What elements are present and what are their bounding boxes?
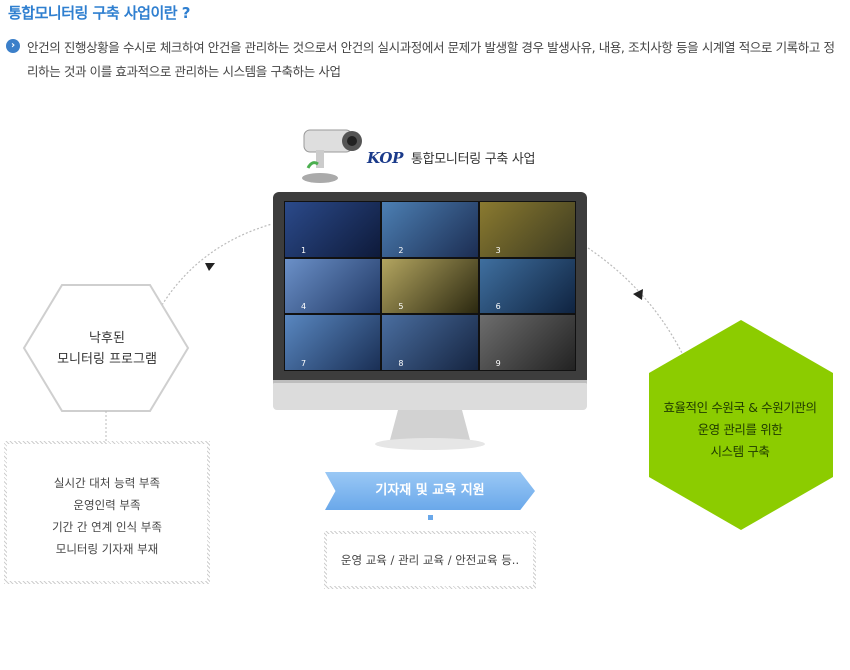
- bullet-chevron-icon: ›: [6, 39, 20, 53]
- list-item: 기간 간 연계 인식 부족: [52, 520, 162, 534]
- support-banner: 기자재 및 교육 지원: [325, 472, 535, 510]
- kop-logo: KOP: [367, 149, 404, 167]
- cctv-feed-6: 6: [479, 258, 575, 314]
- monitor-screen-grid: 1 2 3 4 5 6 7 8 9: [285, 202, 575, 370]
- right-arrow-icon: [633, 289, 643, 300]
- left-connector-dot: [104, 441, 109, 446]
- cctv-feed-8: 8: [382, 315, 478, 370]
- problems-box: 실시간 대처 능력 부족 운영인력 부족 기간 간 연계 인식 부족 모니터링 …: [4, 441, 210, 584]
- cctv-feed-5: 5: [382, 258, 478, 314]
- left-hexagon-line2: 모니터링 프로그램: [57, 352, 157, 367]
- left-connector-arc: [161, 223, 273, 306]
- problems-list: 실시간 대처 능력 부족 운영인력 부족 기간 간 연계 인식 부족 모니터링 …: [7, 444, 207, 560]
- cctv-feed-4: 4: [285, 258, 381, 314]
- description-text: 안건의 진행상황을 수시로 체크하여 안건을 관리하는 것으로서 안건의 실시과…: [27, 40, 835, 79]
- right-hexagon-label: 효율적인 수원국 & 수원기관의 운영 관리를 위한 시스템 구축: [650, 397, 830, 463]
- right-hexagon-line3: 시스템 구축: [710, 444, 770, 459]
- list-item: 모니터링 기자재 부재: [55, 542, 159, 556]
- right-hexagon-line2: 운영 관리를 위한: [697, 422, 783, 437]
- page-title: 통합모니터링 구축 사업이란 ?: [8, 4, 190, 22]
- support-detail-box: 운영 교육 / 관리 교육 / 안전교육 등..: [324, 531, 536, 589]
- right-hexagon-line1: 효율적인 수원국 & 수원기관의: [663, 400, 817, 415]
- left-hexagon: [22, 284, 190, 412]
- left-hexagon-label: 낙후된 모니터링 프로그램: [42, 328, 172, 370]
- support-connector-dot: [428, 515, 433, 520]
- center-heading-text: 통합모니터링 구축 사업: [410, 152, 536, 167]
- cctv-camera-icon: [302, 129, 362, 183]
- right-hexagon: [649, 320, 833, 530]
- right-connector-arc: [587, 247, 684, 356]
- cctv-feed-2: 2: [382, 202, 478, 257]
- cctv-feed-9: 9: [479, 315, 575, 370]
- list-item: 실시간 대처 능력 부족: [53, 476, 161, 490]
- left-hexagon-line1: 낙후된: [89, 331, 125, 346]
- cctv-feed-7: 7: [285, 315, 381, 370]
- center-heading: KOP 통합모니터링 구축 사업: [367, 148, 536, 167]
- cctv-feed-1: 1: [285, 202, 381, 257]
- list-item: 운영인력 부족: [73, 498, 141, 512]
- left-arrow-icon: [205, 263, 215, 271]
- cctv-feed-3: 3: [479, 202, 575, 257]
